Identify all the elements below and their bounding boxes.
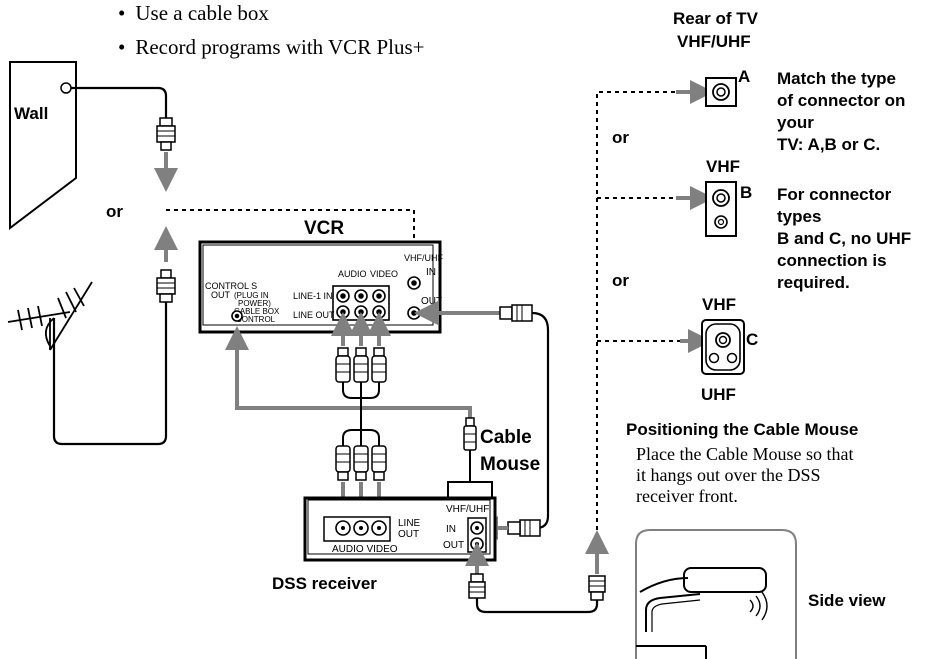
side-view-label: Side view bbox=[808, 591, 886, 610]
coax-plug-tv-in bbox=[588, 575, 606, 601]
dss-out-label: OUT bbox=[443, 540, 464, 551]
note-line: of connector on bbox=[777, 91, 906, 110]
vcr-in-label: IN bbox=[426, 267, 436, 278]
side-view-illustration bbox=[635, 529, 797, 659]
f-connector-antenna bbox=[156, 269, 176, 303]
vcr-control-s-out-label: OUT bbox=[211, 290, 231, 300]
rear-of-tv-vhf-uhf-label: VHF/UHF bbox=[677, 32, 751, 51]
cable-mouse-label-2: Mouse bbox=[480, 454, 540, 475]
bullet-item: Record programs with VCR Plus+ bbox=[118, 30, 424, 64]
bullet-list: Use a cable box Record programs with VCR… bbox=[118, 0, 424, 64]
note-line: required. bbox=[777, 273, 850, 292]
or-label-right-1: or bbox=[612, 128, 629, 147]
tv-connector-a bbox=[705, 77, 737, 107]
or-label-right-2: or bbox=[612, 271, 629, 290]
dss-line-out-label: OUT bbox=[398, 529, 419, 540]
vcr-vhf-uhf-label: VHF/UHF bbox=[404, 253, 443, 263]
coax-plug-vcr-out bbox=[499, 304, 533, 322]
coax-plug-dss-in bbox=[507, 519, 541, 537]
vhf-label-b: VHF bbox=[706, 157, 740, 176]
vcr-control-s-label: CONTROL S bbox=[205, 281, 257, 291]
vcr-line-out-label: LINE OUT bbox=[293, 310, 335, 320]
dss-audio-video-label: AUDIO VIDEO bbox=[332, 544, 398, 555]
vcr-cable-box-label: CABLE BOX bbox=[234, 307, 280, 316]
positioning-heading: Positioning the Cable Mouse bbox=[626, 420, 859, 439]
rca-plugs-vcr bbox=[331, 312, 391, 430]
vcr-video-label: VIDEO bbox=[370, 269, 398, 279]
connector-match-note: Match the type of connector on your TV: … bbox=[777, 68, 905, 156]
connector-b-label: B bbox=[740, 183, 752, 202]
note-line: your bbox=[777, 113, 814, 132]
wall-outlet bbox=[9, 61, 77, 231]
coax-plug-dss-out bbox=[468, 573, 486, 599]
bc-connector-note: For connector types B and C, no UHF conn… bbox=[777, 184, 911, 294]
bullet-item: Use a cable box bbox=[118, 0, 424, 30]
vhf-label-c: VHF bbox=[702, 295, 736, 314]
tv-connector-b bbox=[705, 181, 737, 237]
vcr-out-label: OUT bbox=[421, 296, 442, 307]
antenna-icon bbox=[7, 281, 93, 351]
connector-c-label: C bbox=[746, 330, 758, 349]
cable-mouse-label-1: Cable bbox=[480, 427, 532, 448]
dss-receiver-label: DSS receiver bbox=[272, 574, 377, 593]
uhf-label-c: UHF bbox=[701, 385, 736, 404]
or-label-left: or bbox=[106, 202, 123, 221]
vcr-label: VCR bbox=[304, 218, 344, 239]
rear-of-tv-label: Rear of TV bbox=[673, 9, 759, 28]
cable-mouse-plug bbox=[447, 417, 493, 498]
note-line: Match the type bbox=[777, 69, 897, 88]
tv-connector-c bbox=[701, 319, 745, 375]
note-line: For connector bbox=[777, 185, 892, 204]
dss-receiver-unit bbox=[303, 496, 497, 562]
positioning-line: Place the Cable Mouse so that bbox=[636, 444, 854, 464]
dss-line-label: LINE bbox=[398, 518, 421, 529]
wall-label: Wall bbox=[14, 104, 48, 123]
vcr-audio-label: AUDIO bbox=[338, 269, 367, 279]
positioning-line: receiver front. bbox=[636, 486, 738, 506]
note-line: types bbox=[777, 207, 822, 226]
connector-a-label: A bbox=[738, 67, 750, 86]
vcr-line1-in-label: LINE-1 IN bbox=[293, 291, 333, 301]
vcr-plug-in-label: (PLUG IN bbox=[234, 291, 269, 300]
dss-vhf-uhf-label: VHF/UHF bbox=[446, 504, 489, 515]
note-line: connection is bbox=[777, 251, 887, 270]
vcr-control-label: CONTROL bbox=[236, 315, 276, 324]
f-connector-wall bbox=[156, 117, 176, 151]
positioning-body: Place the Cable Mouse so that it hangs o… bbox=[636, 444, 853, 507]
positioning-line: it hangs out over the DSS bbox=[636, 465, 821, 485]
vcr-unit bbox=[198, 240, 442, 334]
vcr-power-label: POWER) bbox=[238, 299, 271, 308]
dss-in-label: IN bbox=[446, 524, 456, 535]
note-line: B and C, no UHF bbox=[777, 229, 912, 248]
note-line: TV: A,B or C. bbox=[777, 135, 881, 154]
